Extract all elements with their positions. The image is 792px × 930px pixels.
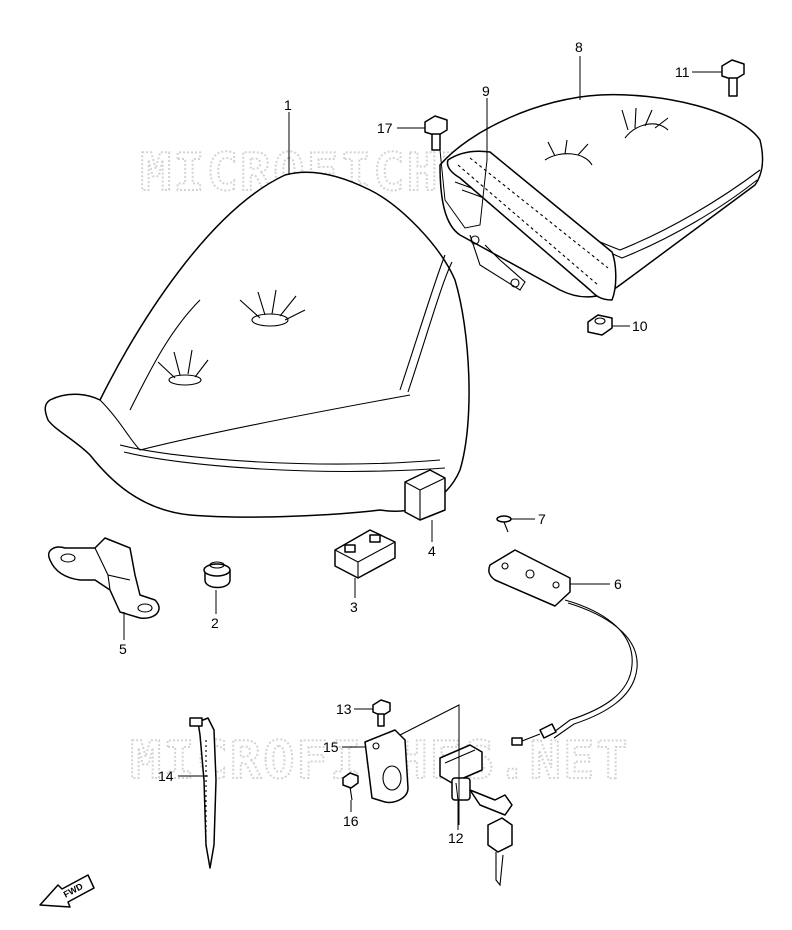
callout-16: 16 xyxy=(343,813,359,829)
fwd-arrow-icon: FWD xyxy=(39,874,95,908)
seat-strap-part xyxy=(446,150,617,301)
main-seat-part xyxy=(44,171,470,518)
callout-7: 7 xyxy=(538,511,546,527)
callout-15: 15 xyxy=(323,739,339,755)
screw-16-part xyxy=(342,772,359,801)
cushion-part xyxy=(203,561,231,589)
callout-10: 10 xyxy=(632,318,648,334)
leader-lines xyxy=(123,56,722,830)
damper-part xyxy=(404,469,446,521)
callout-17: 17 xyxy=(377,120,393,136)
screw-7-part xyxy=(496,515,512,533)
callout-8: 8 xyxy=(575,39,583,55)
callout-6: 6 xyxy=(614,576,622,592)
nut-part xyxy=(587,314,613,336)
callout-3: 3 xyxy=(350,599,358,615)
callout-9: 9 xyxy=(482,83,490,99)
block-part xyxy=(334,529,396,579)
callout-14: 14 xyxy=(158,768,174,784)
lock-bracket-part xyxy=(364,729,409,804)
bracket-part xyxy=(48,537,160,619)
callout-12: 12 xyxy=(448,830,464,846)
plate-part xyxy=(488,549,638,746)
bolt-11-part xyxy=(721,59,745,97)
bolt-17-part xyxy=(424,115,448,151)
bolt-13-part xyxy=(372,699,391,727)
callout-1: 1 xyxy=(284,97,292,113)
lock-part xyxy=(439,744,513,887)
callout-2: 2 xyxy=(211,615,219,631)
callout-4: 4 xyxy=(428,543,436,559)
callouts: 1 2 3 4 5 6 7 8 9 10 11 12 13 14 15 16 1… xyxy=(119,39,690,846)
callout-13: 13 xyxy=(336,701,352,717)
callout-5: 5 xyxy=(119,641,127,657)
cable-tie-part xyxy=(189,717,217,869)
callout-11: 11 xyxy=(675,64,690,80)
